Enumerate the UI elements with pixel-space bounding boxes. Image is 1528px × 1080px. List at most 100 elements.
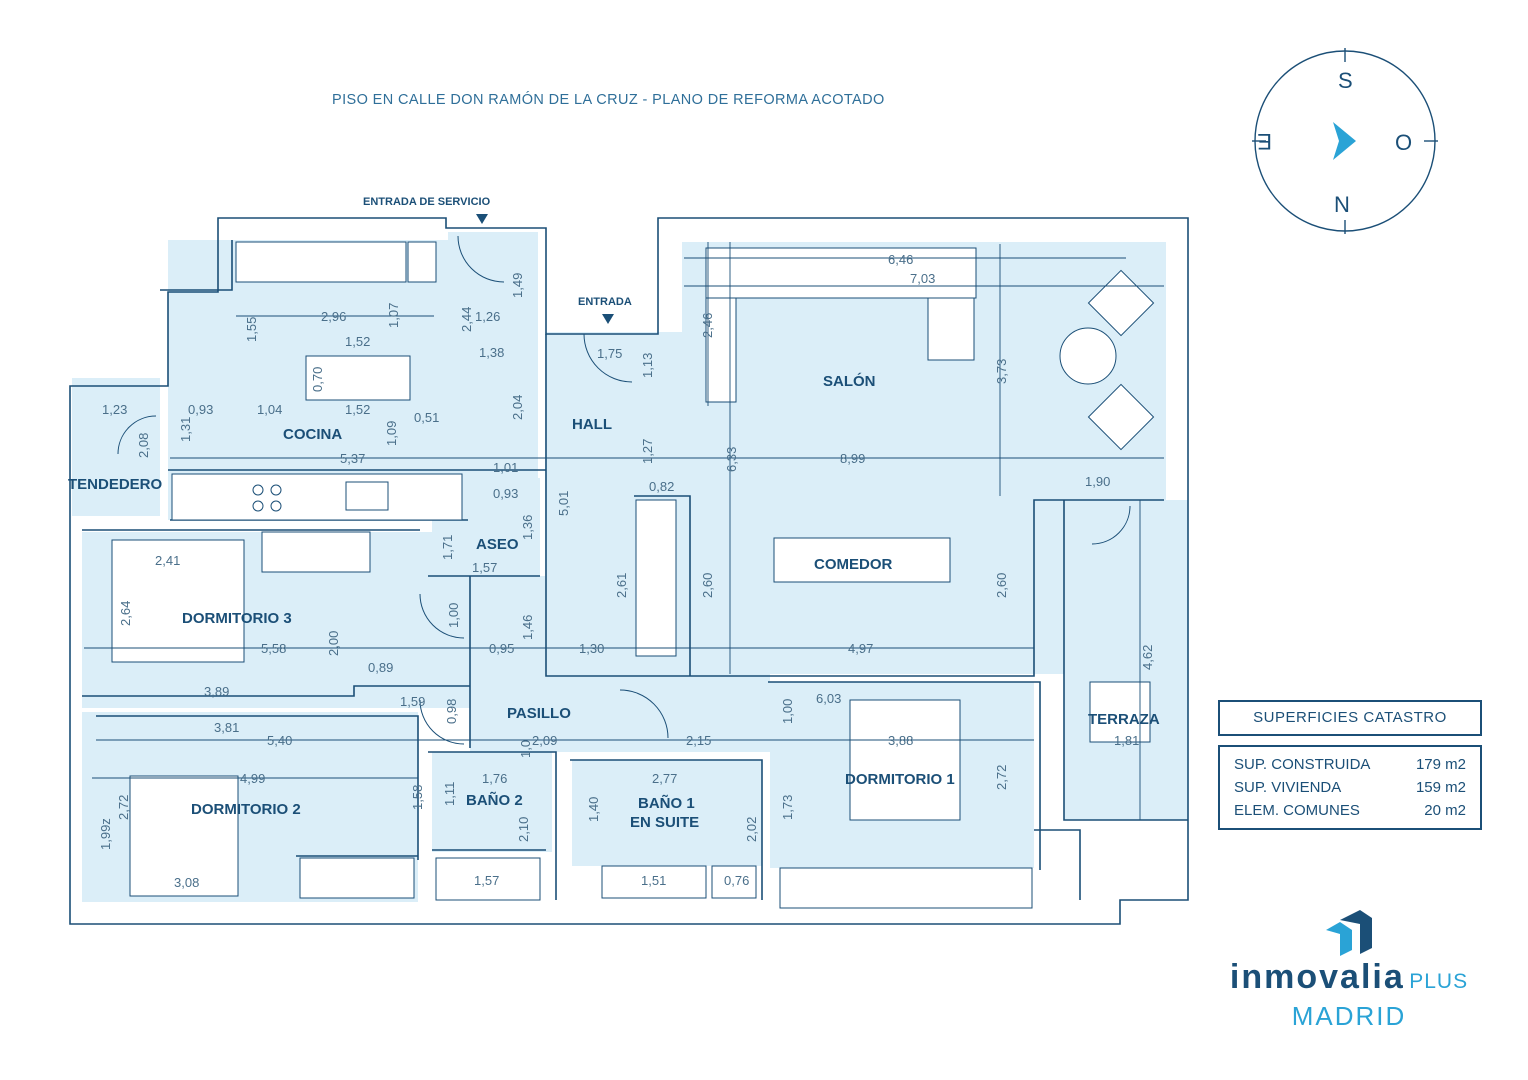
- room-salon: SALÓN: [823, 372, 876, 390]
- dimension-label: 3,73: [994, 359, 1009, 384]
- door-terraza[interactable]: [1091, 505, 1131, 545]
- room-dormitorio-2: DORMITORIO 2: [191, 801, 301, 818]
- dimension-label: 2,02: [744, 817, 759, 842]
- dimension-label: 2,72: [116, 795, 131, 820]
- room-terraza: TERRAZA: [1088, 711, 1160, 728]
- door-dormitorio-2[interactable]: [419, 699, 465, 745]
- dimension-lines: [84, 242, 1164, 820]
- terraza-area: [1064, 500, 1188, 820]
- dimension-label: 1,46: [520, 615, 535, 640]
- surfaces-table: SUP. CONSTRUIDA 179 m2 SUP. VIVIENDA 159…: [1218, 745, 1482, 830]
- dimension-label: 2,64: [118, 601, 133, 626]
- dimension-label: 0,95: [489, 641, 514, 656]
- bano1-vanity: [601, 865, 707, 899]
- dimension-label: 5,37: [340, 451, 365, 466]
- dimension-label: 5,01: [556, 491, 571, 516]
- dimension-label: 1,00: [446, 603, 461, 628]
- room-dormitorio-3: DORMITORIO 3: [182, 610, 292, 627]
- dimension-label: 1,0: [518, 740, 533, 758]
- bano1-area: [572, 760, 762, 866]
- dimension-label: 2,60: [994, 573, 1009, 598]
- doors: [117, 235, 1131, 745]
- dimension-label: 1,49: [510, 273, 525, 298]
- plan-title: PISO EN CALLE DON RAMÓN DE LA CRUZ - PLA…: [332, 92, 885, 108]
- brand-logo-icon: [1326, 910, 1372, 956]
- hob-burner: [270, 500, 282, 512]
- dimension-label: 7,03: [910, 271, 935, 286]
- dimension-label: 2,96: [321, 309, 346, 324]
- dining-table: [773, 537, 951, 583]
- dimension-label: 1,75: [597, 346, 622, 361]
- dimension-label: 0,51: [414, 410, 439, 425]
- dimension-label: 1,58: [410, 785, 425, 810]
- dimension-label: 1,81: [1114, 733, 1139, 748]
- room-tendedero: TENDEDERO: [68, 476, 163, 493]
- dimension-labels: 6,46 7,03 2,46 3,73 2,96 1,55 1,07 1,52 …: [98, 252, 1155, 890]
- dimension-label: 1,23: [102, 402, 127, 417]
- dimension-label: 1,57: [474, 873, 499, 888]
- dimension-label: 2,72: [994, 765, 1009, 790]
- dimension-label: 2,00: [326, 631, 341, 656]
- hob-burner: [270, 484, 282, 496]
- room-bano-1-suite: EN SUITE: [630, 814, 699, 831]
- dimension-label: 0,82: [649, 479, 674, 494]
- dimension-label: 1,59: [400, 694, 425, 709]
- dimension-label: 1,11: [442, 782, 457, 806]
- dimension-label: 2,46: [700, 313, 715, 338]
- bano2-vanity: [435, 857, 541, 901]
- dimension-label: 1,52: [345, 402, 370, 417]
- surface-row: SUP. CONSTRUIDA 179 m2: [1220, 753, 1480, 776]
- furniture: [111, 241, 1155, 909]
- door-tendedero[interactable]: [117, 415, 157, 455]
- hall-cabinet: [635, 499, 677, 657]
- compass-top: S: [1338, 68, 1353, 93]
- dimension-label: 1,27: [640, 439, 655, 464]
- door-service[interactable]: [457, 235, 505, 283]
- kitchen-counter: [171, 473, 463, 521]
- room-fills: [72, 232, 1188, 902]
- wardrobe-dormitorio-3: [261, 531, 371, 573]
- round-table: [1059, 327, 1117, 385]
- dimension-label: 1,30: [579, 641, 604, 656]
- bed-dormitorio-3: [111, 539, 245, 663]
- dimension-label: 1,73: [780, 795, 795, 820]
- bano1-shower: [711, 865, 757, 899]
- room-comedor: COMEDOR: [814, 556, 893, 573]
- door-main[interactable]: [583, 333, 633, 383]
- compass-arrow-icon: [1333, 122, 1356, 160]
- dimension-label: 0,89: [368, 660, 393, 675]
- dimension-label: 2,09: [532, 733, 557, 748]
- dimension-label: 1,40: [586, 797, 601, 822]
- dimension-label: 1,36: [520, 515, 535, 540]
- dimension-label: 0,98: [444, 699, 459, 724]
- dimension-label: 2,61: [614, 573, 629, 598]
- dimension-label: 0,70: [310, 367, 325, 392]
- dimension-label: 1,55: [244, 317, 259, 342]
- hob-burner: [252, 500, 264, 512]
- main-entrance-label: ENTRADA: [578, 296, 632, 308]
- dimension-label: 3,88: [888, 733, 913, 748]
- wardrobe-dormitorio-1: [779, 867, 1033, 909]
- dimension-label: 3,81: [214, 720, 239, 735]
- door-dormitorio-1[interactable]: [619, 689, 669, 739]
- room-bano-2: BAÑO 2: [466, 791, 523, 809]
- dimension-label: 2,60: [700, 573, 715, 598]
- dimension-label: 4,97: [848, 641, 873, 656]
- surface-row: SUP. VIVIENDA 159 m2: [1220, 776, 1480, 799]
- dimension-label: 1,26: [475, 309, 500, 324]
- door-dormitorio-3[interactable]: [419, 593, 465, 639]
- dimension-label: 1,51: [641, 873, 666, 888]
- compass-bottom: N: [1334, 192, 1350, 217]
- bed-dormitorio-2: [129, 775, 239, 897]
- surfaces-heading: SUPERFICIES CATASTRO: [1218, 700, 1482, 736]
- surface-value: 159 m2: [1415, 779, 1466, 796]
- dimension-label: 2,41: [155, 553, 180, 568]
- kitchen-appliance: [407, 241, 437, 283]
- dimension-label: 1,00: [780, 699, 795, 724]
- hob-burner: [252, 484, 264, 496]
- bano2-area: [432, 752, 552, 852]
- service-entrance-label: ENTRADA DE SERVICIO: [363, 196, 491, 208]
- wardrobe-dormitorio-2: [299, 857, 415, 899]
- dimension-label: 1,01: [493, 460, 518, 475]
